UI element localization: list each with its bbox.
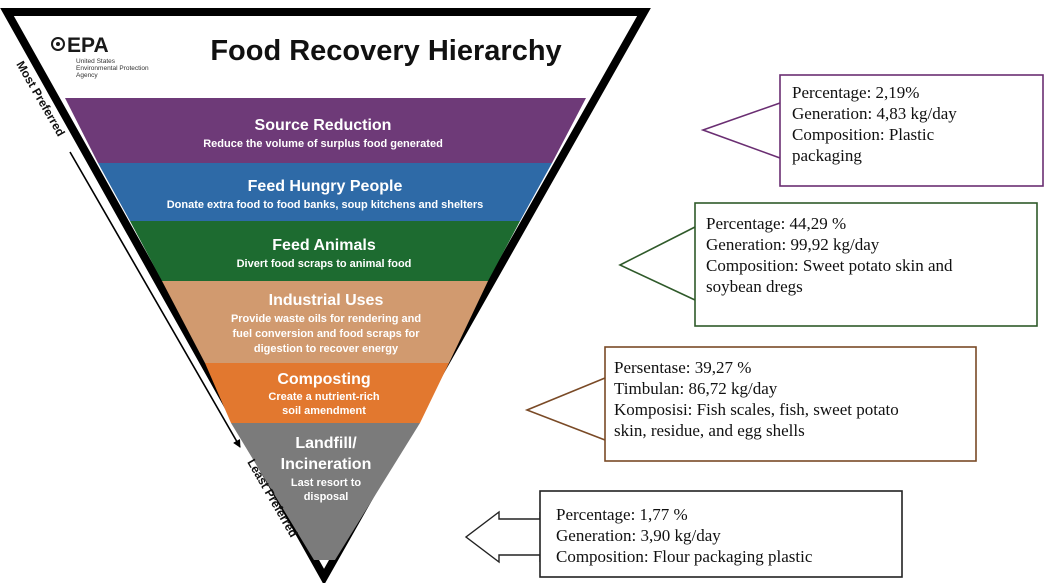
callout-1-line: Composition: Plastic: [792, 125, 935, 144]
callout-4-text: Percentage: 1,77 % Generation: 3,90 kg/d…: [556, 504, 812, 567]
callout-3-line: skin, residue, and egg shells: [614, 421, 805, 440]
callout-3-box: [604, 346, 977, 462]
tier-1-name: Source Reduction: [255, 117, 392, 134]
tier-band-feed-hungry-people: [98, 163, 552, 221]
callout-1-pointer: [700, 102, 781, 159]
tier-6-name-line-2: Incineration: [281, 456, 372, 473]
tier-band-landfill-incineration: [231, 423, 420, 560]
epa-flower-center: [56, 42, 60, 46]
callout-2-line: Generation: 99,92 kg/day: [706, 235, 880, 254]
tier-band-source-reduction: [65, 98, 586, 163]
tier-5-desc-1: Create a nutrient-rich: [268, 391, 380, 403]
callout-4-line: Percentage: 1,77 %: [556, 505, 688, 524]
callout-1-box: [779, 74, 1044, 187]
epa-agency-line-1: United States: [76, 58, 116, 65]
tier-1-desc-1: Reduce the volume of surplus food genera…: [203, 138, 443, 150]
callout-4-pointer: [464, 510, 541, 564]
callout-2-line: soybean dregs: [706, 277, 803, 296]
callout-3-line: Persentase: 39,27 %: [614, 358, 752, 377]
callout-2-line: Composition: Sweet potato skin and: [706, 256, 953, 275]
callout-1-line: Generation: 4,83 kg/day: [792, 104, 957, 123]
callout-3-line: Komposisi: Fish scales, fish, sweet pota…: [614, 400, 899, 419]
callout-4-line: Generation: 3,90 kg/day: [556, 526, 721, 545]
tier-4-desc-1: Provide waste oils for rendering and: [231, 313, 421, 325]
epa-logo: EPA United States Environmental Protecti…: [51, 34, 149, 79]
callout-4-line: Composition: Flour packaging plastic: [556, 547, 813, 566]
callout-1-line: Percentage: 2,19%: [792, 83, 920, 102]
diagram-title: Food Recovery Hierarchy: [210, 35, 561, 67]
tier-4-desc-2: fuel conversion and food scraps for: [232, 328, 420, 340]
tier-2-desc-1: Donate extra food to food banks, soup ki…: [167, 199, 484, 211]
tier-3-desc-1: Divert food scraps to animal food: [237, 258, 412, 270]
tier-3-name: Feed Animals: [272, 237, 376, 254]
epa-agency-line-3: Agency: [76, 72, 98, 79]
tier-6-desc-2: disposal: [304, 491, 349, 503]
epa-agency-line-2: Environmental Protection: [76, 65, 149, 72]
callout-4-box: [539, 490, 903, 578]
tier-4-desc-3: digestion to recover energy: [254, 343, 399, 355]
callout-2-box: [694, 202, 1038, 327]
tier-6-desc-1: Last resort to: [291, 477, 362, 489]
callout-1-line: packaging: [792, 146, 862, 165]
tier-4-name: Industrial Uses: [269, 292, 384, 309]
tier-6-name-line-1: Landfill/: [295, 435, 357, 452]
epa-flower-icon: [51, 37, 65, 51]
tier-band-feed-animals: [130, 221, 520, 281]
callout-2-text: Percentage: 44,29 % Generation: 99,92 kg…: [706, 213, 953, 297]
tier-2-name: Feed Hungry People: [248, 178, 403, 195]
tier-5-name: Composting: [277, 371, 370, 388]
epa-logo-word: EPA: [67, 34, 109, 57]
callout-2-pointer: [618, 226, 696, 301]
callout-3-text: Persentase: 39,27 % Timbulan: 86,72 kg/d…: [614, 357, 899, 441]
tier-5-desc-2: soil amendment: [282, 405, 366, 417]
preference-arrow: [69, 151, 241, 448]
tier-band-industrial-uses: [162, 281, 488, 363]
callout-3-pointer: [524, 377, 606, 441]
tier-labels: Source Reduction Reduce the volume of su…: [167, 117, 484, 503]
callout-1-text: Percentage: 2,19% Generation: 4,83 kg/da…: [792, 82, 957, 166]
callout-3-line: Timbulan: 86,72 kg/day: [614, 379, 778, 398]
callout-2-line: Percentage: 44,29 %: [706, 214, 847, 233]
tier-band-composting: [205, 363, 449, 423]
